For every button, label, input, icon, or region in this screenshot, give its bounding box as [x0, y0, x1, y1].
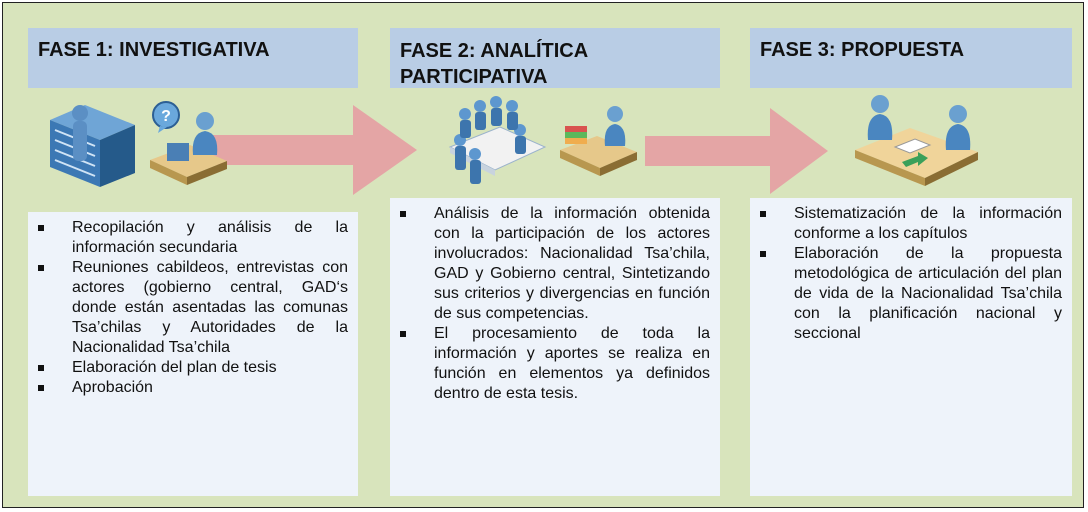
phase-1-item: Recopilación y análisis de la informació… — [28, 218, 348, 258]
phase-1-item: Reuniones cabildeos, entrevistas con act… — [28, 258, 348, 358]
phase-2-item: El procesamiento de toda la información … — [390, 324, 710, 404]
phase-1-box: Recopilación y análisis de la informació… — [28, 212, 358, 496]
phase-1-item: Aprobación — [28, 378, 348, 398]
phase-2-list: Análisis de la información obtenida con … — [390, 204, 710, 404]
documents-desk-icon — [560, 106, 637, 176]
phase-1-header: FASE 1: INVESTIGATIVA — [28, 28, 358, 88]
arrow-phase-2-to-3 — [645, 108, 828, 194]
phase-1-list: Recopilación y análisis de la informació… — [28, 218, 348, 398]
phase-3-item: Elaboración de la propuesta metodológica… — [750, 244, 1062, 344]
meeting-group-icon — [448, 96, 547, 184]
phase-1-item: Elaboración del plan de tesis — [28, 358, 348, 378]
phase-3-list: Sistematización de la información confor… — [750, 204, 1062, 344]
arrow-phase-1-to-2 — [205, 105, 417, 195]
phase-3-title: FASE 3: PROPUESTA — [760, 39, 965, 61]
phase-2-item: Análisis de la información obtenida con … — [390, 204, 710, 324]
phase-2-title: FASE 2: ANALÍTICA PARTICIPATIVA — [400, 40, 588, 88]
phase-3-box: Sistematización de la información confor… — [750, 198, 1072, 496]
phase-3-item: Sistematización de la información confor… — [750, 204, 1062, 244]
computer-user-icon — [150, 112, 227, 185]
handshake-desk-icon — [855, 95, 978, 186]
phase-2-box: Análisis de la información obtenida con … — [390, 198, 720, 496]
svg-text:?: ? — [161, 108, 171, 125]
phase-2-header: FASE 2: ANALÍTICA PARTICIPATIVA — [390, 28, 720, 88]
phase-3-header: FASE 3: PROPUESTA — [750, 28, 1072, 88]
phase-1-title: FASE 1: INVESTIGATIVA — [38, 39, 270, 61]
server-rack-icon — [50, 105, 135, 187]
question-bubble-icon: ? — [152, 101, 180, 133]
